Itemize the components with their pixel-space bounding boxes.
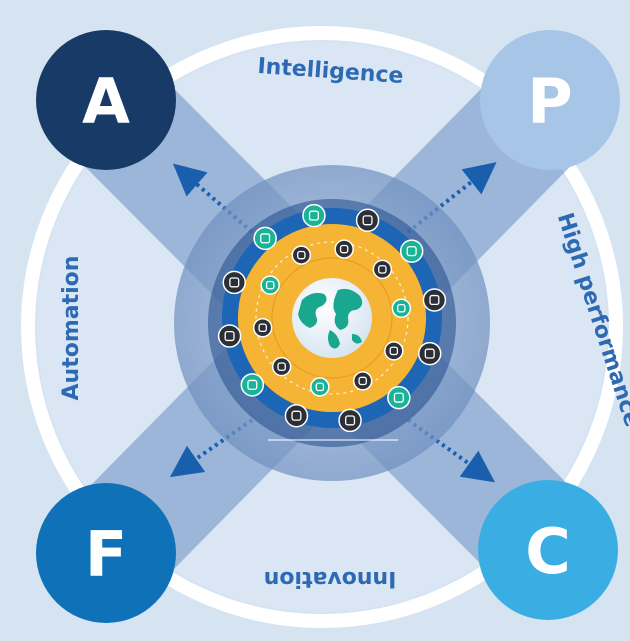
globe-icon [292, 278, 372, 358]
central-hub [174, 165, 490, 481]
group-icon [253, 226, 277, 251]
location-pin-icon [399, 239, 424, 263]
play-icon [384, 341, 404, 361]
mail-icon [372, 259, 393, 280]
person-icon [302, 203, 326, 228]
cloud-icon [291, 245, 312, 265]
document-icon [334, 239, 354, 259]
link-icon [387, 385, 411, 410]
star-icon [252, 317, 273, 338]
icon-bubbles [217, 203, 447, 433]
node-c: C [478, 480, 618, 620]
home-icon [217, 324, 242, 348]
node-p: P [480, 30, 620, 170]
chart-icon [260, 275, 280, 295]
svg-text:A: A [82, 65, 130, 138]
label-automation: Automation [59, 256, 84, 401]
node-a: A [36, 30, 176, 170]
music-icon [391, 298, 412, 319]
headphones-icon [310, 377, 330, 397]
svg-text:P: P [527, 65, 572, 138]
gear-icon [338, 408, 362, 433]
laptop-icon [240, 373, 265, 397]
label-innovation: Innovation [264, 566, 397, 591]
lightbulb-icon [355, 208, 380, 233]
svg-text:F: F [85, 518, 127, 591]
monitor-icon [417, 341, 442, 366]
chat-icon [422, 288, 447, 312]
megaphone-icon [222, 270, 247, 295]
tablet-icon [284, 403, 309, 428]
node-f: F [36, 483, 176, 623]
svg-text:C: C [525, 515, 571, 588]
rocket-icon [271, 356, 292, 377]
briefcase-icon [352, 371, 373, 391]
outer-ring [21, 26, 623, 628]
